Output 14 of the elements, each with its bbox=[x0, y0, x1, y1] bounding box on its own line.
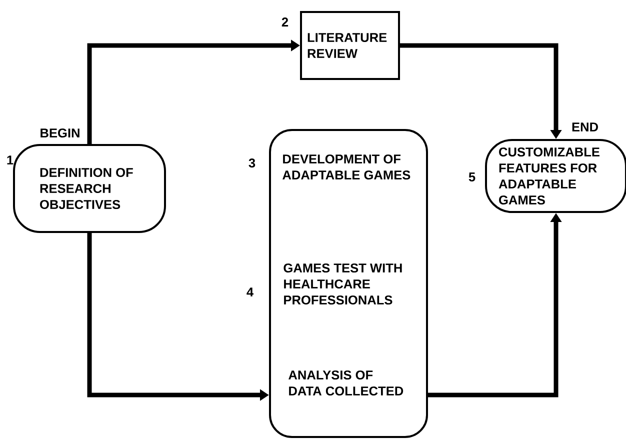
step-number: 3 bbox=[248, 158, 256, 168]
terminal-box: DEFINITION OF RESEARCH OBJECTIVES bbox=[13, 144, 166, 233]
step-text: DEVELOPMENT OF ADAPTABLE GAMES bbox=[282, 154, 410, 180]
step-text: GAMES TEST WITH HEALTHCARE PROFESSIONALS bbox=[284, 263, 402, 305]
step-number: 2 bbox=[282, 18, 288, 26]
step-number: 1 bbox=[7, 156, 14, 164]
start-label: BEGIN bbox=[40, 128, 80, 138]
end-label: END bbox=[572, 122, 598, 132]
step-text: ANALYSIS OF DATA COLLECTED bbox=[288, 370, 404, 396]
process-box bbox=[269, 129, 428, 438]
terminal-box: CUSTOMIZABLE FEATURES FOR ADAPTABLE GAMES bbox=[485, 139, 626, 213]
step-number: 4 bbox=[246, 288, 254, 296]
process-box: LITERATURE REVIEW bbox=[300, 11, 400, 80]
step-number: 5 bbox=[468, 172, 476, 182]
